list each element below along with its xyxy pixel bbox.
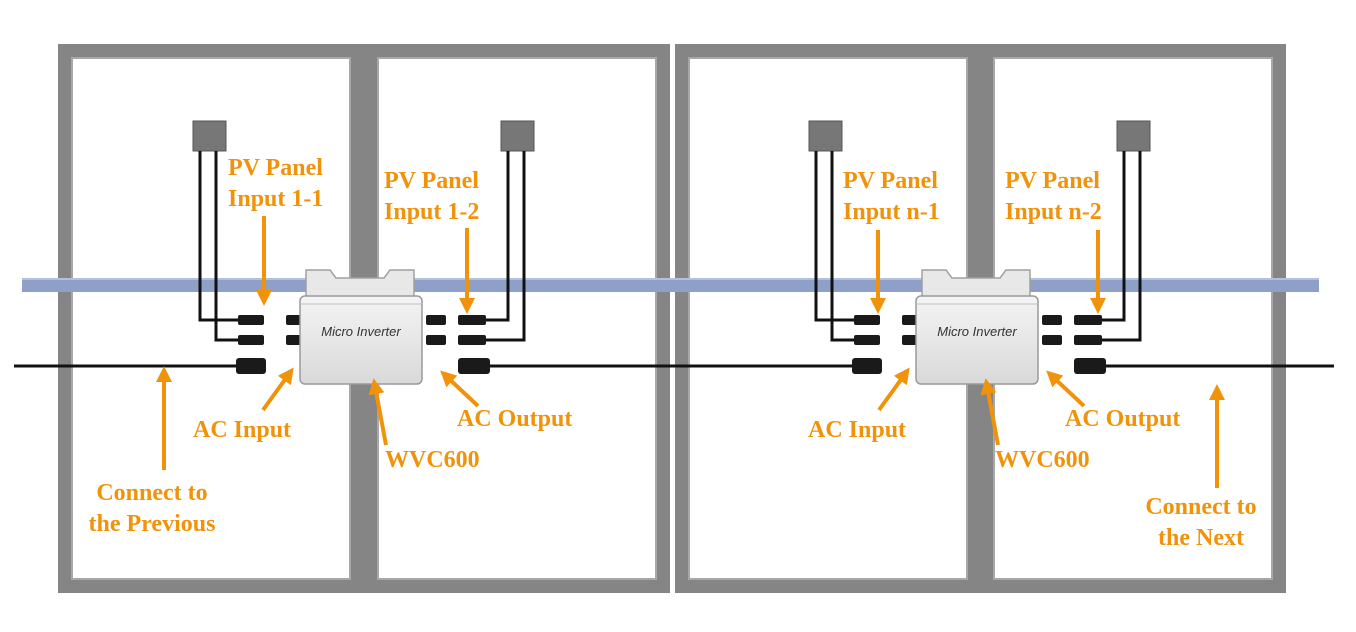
micro-inverter-2: Micro Inverter [915, 269, 1039, 385]
dc-leads [198, 151, 1142, 342]
label-ac-input-2: AC Input [808, 417, 907, 443]
arrow-ac-output-1 [440, 370, 480, 408]
junction-box-1 [192, 120, 227, 152]
arrow-ac-input-1 [261, 367, 294, 412]
label-wvc600-2: WVC600 [995, 447, 1090, 473]
micro-inverter-label-2: Micro Inverter [937, 324, 1017, 339]
label-pv-input-1-1: PV Panel Input 1-1 [228, 155, 324, 212]
label-ac-input-1: AC Input [193, 417, 292, 443]
label-wvc600-1: WVC600 [385, 447, 480, 473]
label-connect-next: Connect to the Next [1145, 494, 1257, 551]
arrow-ac-output-2 [1046, 370, 1086, 408]
label-connect-previous: Connect to the Previous [88, 480, 216, 537]
label-ac-output-1: AC Output [457, 406, 573, 432]
micro-inverter-label-1: Micro Inverter [321, 324, 401, 339]
callout-arrows [156, 216, 1225, 488]
label-pv-input-n-2: PV Panel Input n-2 [1005, 168, 1102, 225]
micro-inverter-1: Micro Inverter [299, 269, 423, 385]
label-ac-output-2: AC Output [1065, 406, 1181, 432]
junction-boxes [192, 120, 1151, 152]
junction-box-2 [500, 120, 535, 152]
arrow-wvc600-1 [368, 378, 388, 446]
arrow-ac-input-2 [877, 367, 910, 412]
junction-box-4 [1116, 120, 1151, 152]
label-pv-input-1-2: PV Panel Input 1-2 [384, 168, 480, 225]
label-pv-input-n-1: PV Panel Input n-1 [843, 168, 940, 225]
junction-box-3 [808, 120, 843, 152]
arrow-wvc600-2 [980, 378, 1000, 446]
